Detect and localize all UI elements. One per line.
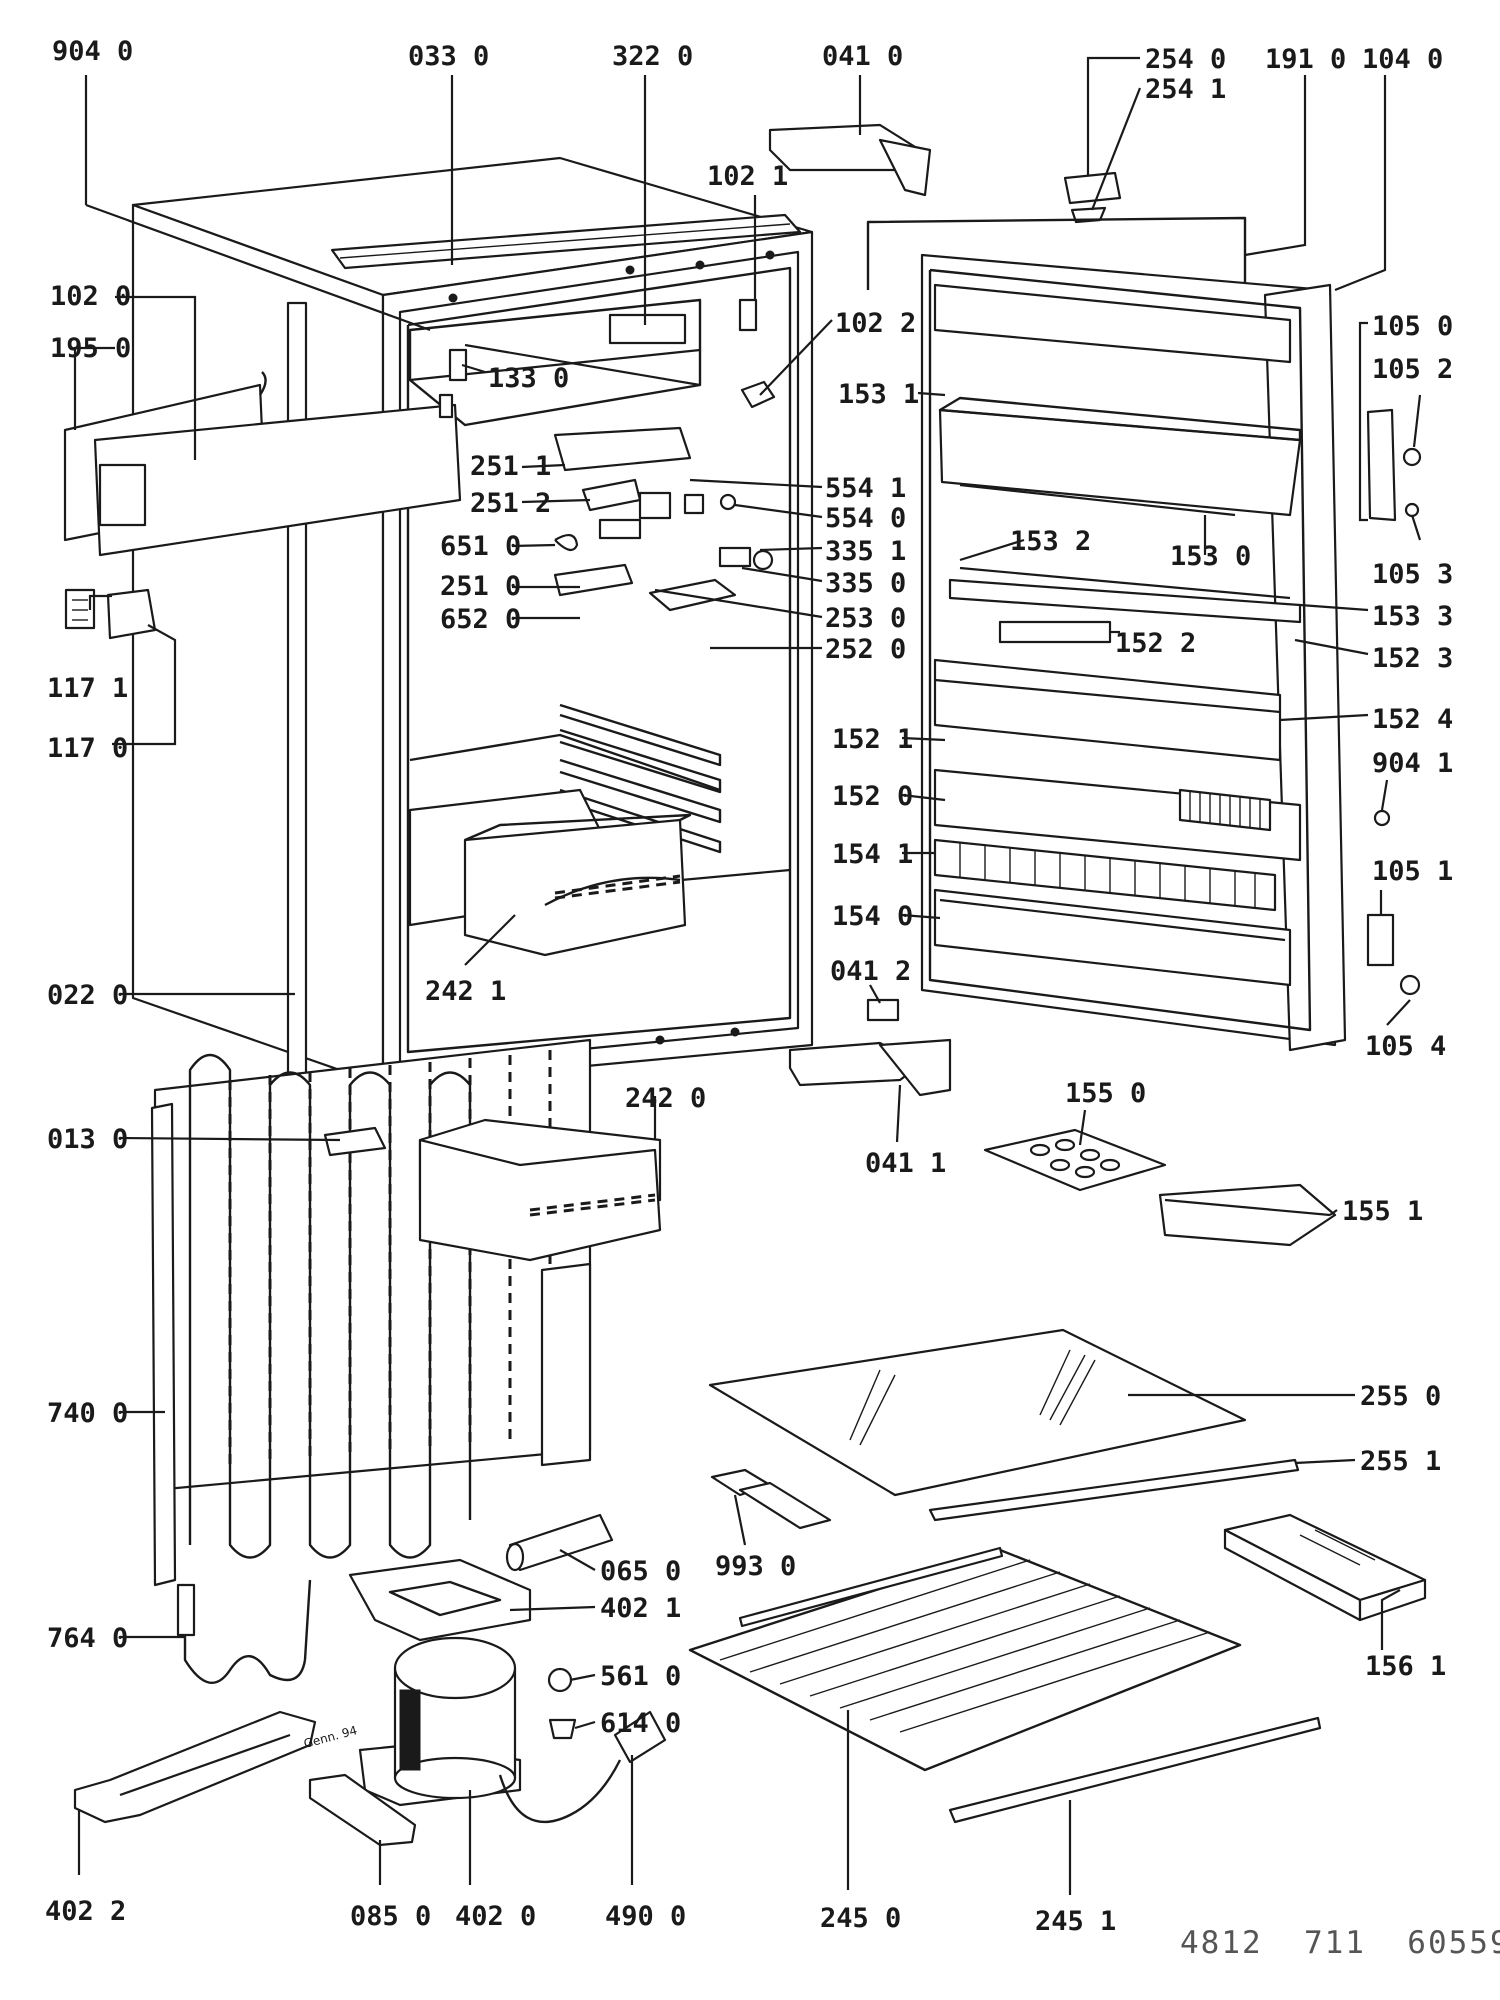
label-041-0: 041 0 [822, 41, 903, 72]
label-740-0: 740 0 [47, 1398, 128, 1429]
label-764-0: 764 0 [47, 1623, 128, 1654]
label-251-1: 251 1 [470, 451, 551, 482]
label-322-0: 322 0 [612, 41, 693, 72]
label-402-2: 402 2 [45, 1896, 126, 1927]
label-041-2: 041 2 [830, 956, 911, 987]
label-255-0: 255 0 [1360, 1381, 1441, 1412]
label-065-0: 065 0 [600, 1556, 681, 1587]
label-561-0: 561 0 [600, 1661, 681, 1692]
callout-labels: 904 0 033 0 322 0 041 0 254 0 254 1 191 … [45, 36, 1453, 1937]
label-402-1: 402 1 [600, 1593, 681, 1624]
label-652-0: 652 0 [440, 604, 521, 635]
label-490-0: 490 0 [605, 1901, 686, 1932]
label-993-0: 993 0 [715, 1551, 796, 1582]
label-154-0: 154 0 [832, 901, 913, 932]
label-102-2: 102 2 [835, 308, 916, 339]
compressor [358, 1636, 522, 1807]
label-117-1: 117 1 [47, 673, 128, 704]
label-155-1: 155 1 [1342, 1196, 1423, 1227]
label-117-0: 117 0 [47, 733, 128, 764]
door [920, 253, 1347, 1052]
label-253-0: 253 0 [825, 603, 906, 634]
label-155-0: 155 0 [1065, 1078, 1146, 1109]
label-245-1: 245 1 [1035, 1906, 1116, 1937]
label-251-0: 251 0 [440, 571, 521, 602]
label-013-0: 013 0 [47, 1124, 128, 1155]
label-554-0: 554 0 [825, 503, 906, 534]
label-041-1: 041 1 [865, 1148, 946, 1179]
label-251-2: 251 2 [470, 488, 551, 519]
label-085-0: 085 0 [350, 1901, 431, 1932]
label-105-3: 105 3 [1372, 559, 1453, 590]
label-245-0: 245 0 [820, 1903, 901, 1934]
thermostat-lamp-assembly [553, 426, 774, 612]
label-254-1: 254 1 [1145, 74, 1226, 105]
wire-shelf [688, 1546, 1242, 1772]
label-104-0: 104 0 [1362, 44, 1443, 75]
label-254-0: 254 0 [1145, 44, 1226, 75]
label-102-0: 102 0 [50, 281, 131, 312]
label-133-0: 133 0 [488, 363, 569, 394]
label-402-0: 402 0 [455, 1901, 536, 1932]
label-191-0: 191 0 [1265, 44, 1346, 75]
hinge-cover-parts [64, 588, 157, 640]
label-904-0: 904 0 [52, 36, 133, 67]
label-651-0: 651 0 [440, 531, 521, 562]
small-top-parts [448, 298, 776, 409]
label-022-0: 022 0 [47, 980, 128, 1011]
top-hinge [768, 123, 932, 197]
base-bracket [73, 1710, 317, 1824]
label-242-1: 242 1 [425, 976, 506, 1007]
shelf-edge-strip [948, 1716, 1322, 1824]
label-152-2: 152 2 [1115, 628, 1196, 659]
label-153-1: 153 1 [838, 379, 919, 410]
crisper-drawer-inner [408, 788, 692, 957]
label-105-1: 105 1 [1372, 856, 1453, 887]
condenser [150, 1038, 592, 1587]
label-153-3: 153 3 [1372, 601, 1453, 632]
crisper-drawer [418, 1118, 662, 1262]
label-105-0: 105 0 [1372, 311, 1453, 342]
ice-cube-tray [1223, 1513, 1427, 1622]
freezer-flap [63, 371, 462, 557]
label-614-0: 614 0 [600, 1708, 681, 1739]
leader-lines [73, 56, 1422, 1895]
label-554-1: 554 1 [825, 473, 906, 504]
label-252-0: 252 0 [825, 634, 906, 665]
label-154-1: 154 1 [832, 839, 913, 870]
shelf-trim-strip [928, 1458, 1300, 1522]
egg-and-butter-trays [983, 1128, 1337, 1247]
compressor-bracket [348, 1558, 532, 1642]
label-195-0: 195 0 [50, 333, 131, 364]
label-105-4: 105 4 [1365, 1031, 1446, 1062]
label-242-0: 242 0 [625, 1083, 706, 1114]
label-156-1: 156 1 [1365, 1651, 1446, 1682]
label-153-2: 153 2 [1010, 526, 1091, 557]
document-code: 4812 711 60559 [1180, 1925, 1500, 1961]
door-handle-parts [1063, 171, 1122, 224]
label-255-1: 255 1 [1360, 1446, 1441, 1477]
door-hinge-parts [1366, 408, 1422, 996]
glass-shelf [708, 1328, 1247, 1497]
label-152-3: 152 3 [1372, 643, 1453, 674]
label-033-0: 033 0 [408, 41, 489, 72]
power-cable [498, 1710, 667, 1824]
cabinet [131, 156, 814, 1120]
label-102-1: 102 1 [707, 161, 788, 192]
label-105-2: 105 2 [1372, 354, 1453, 385]
capillary-tube [176, 1579, 312, 1685]
label-904-1: 904 1 [1372, 748, 1453, 779]
filter-tube [505, 1513, 614, 1572]
label-152-0: 152 0 [832, 781, 913, 812]
label-335-0: 335 0 [825, 568, 906, 599]
bottom-hinge [788, 998, 952, 1097]
label-153-0: 153 0 [1170, 541, 1251, 572]
label-152-4: 152 4 [1372, 704, 1453, 735]
ice-scraper [710, 1468, 832, 1530]
foot-bracket [308, 1773, 417, 1847]
label-335-1: 335 1 [825, 536, 906, 567]
label-152-1: 152 1 [832, 724, 913, 755]
